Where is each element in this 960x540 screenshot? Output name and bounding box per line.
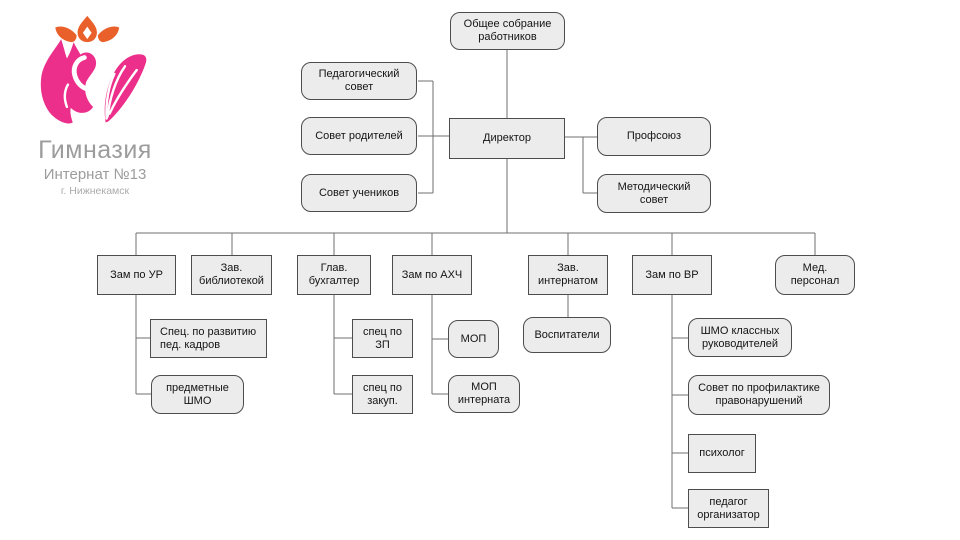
org-node-methodical-council: Методический совет <box>597 174 711 213</box>
org-node-chief-accountant: Глав. бухгалтер <box>297 255 371 295</box>
org-node-pedagogical-council: Педагогический совет <box>301 62 417 100</box>
org-node-mop: МОП <box>448 320 499 358</box>
org-node-general-assembly: Общее собрание работников <box>450 12 565 50</box>
org-node-trade-union: Профсоюз <box>597 117 711 156</box>
org-node-pedagog-organizer: педагог организатор <box>688 489 769 528</box>
org-node-parents-council: Совет родителей <box>301 117 417 155</box>
org-node-educators: Воспитатели <box>523 317 611 353</box>
logo-city: г. Нижнекамск <box>60 185 130 197</box>
org-node-director: Директор <box>449 118 565 159</box>
org-node-class-teachers-shmo: ШМО классных руководителей <box>688 318 792 357</box>
org-node-deputy-ur: Зам по УР <box>97 255 176 295</box>
org-node-psychologist: психолог <box>688 434 756 473</box>
org-node-ped-development-specialist: Спец. по развитию пед. кадров <box>150 319 267 358</box>
org-node-boarding-head: Зав. интернатом <box>528 255 608 295</box>
org-node-medical-staff: Мед. персонал <box>775 255 855 295</box>
school-logo: Гимназия Интернат №13 г. Нижнекамск <box>0 0 190 210</box>
org-node-mop-boarding: МОП интерната <box>448 375 520 413</box>
org-node-deputy-vr: Зам по ВР <box>632 255 712 295</box>
org-node-procurement-specialist: спец по закуп. <box>352 375 413 414</box>
org-node-prevention-council: Совет по профилактике правонарушений <box>688 375 830 415</box>
org-node-students-council: Совет учеников <box>301 174 417 212</box>
swan-logo-icon <box>40 15 147 124</box>
org-node-deputy-ahch: Зам по АХЧ <box>392 255 472 295</box>
org-node-subject-shmo: предметные ШМО <box>151 375 244 414</box>
org-node-library-head: Зав. библиотекой <box>191 255 272 295</box>
logo-title: Гимназия <box>38 136 152 164</box>
logo-subtitle: Интернат №13 <box>43 166 147 183</box>
org-node-payroll-specialist: спец по ЗП <box>352 319 413 358</box>
